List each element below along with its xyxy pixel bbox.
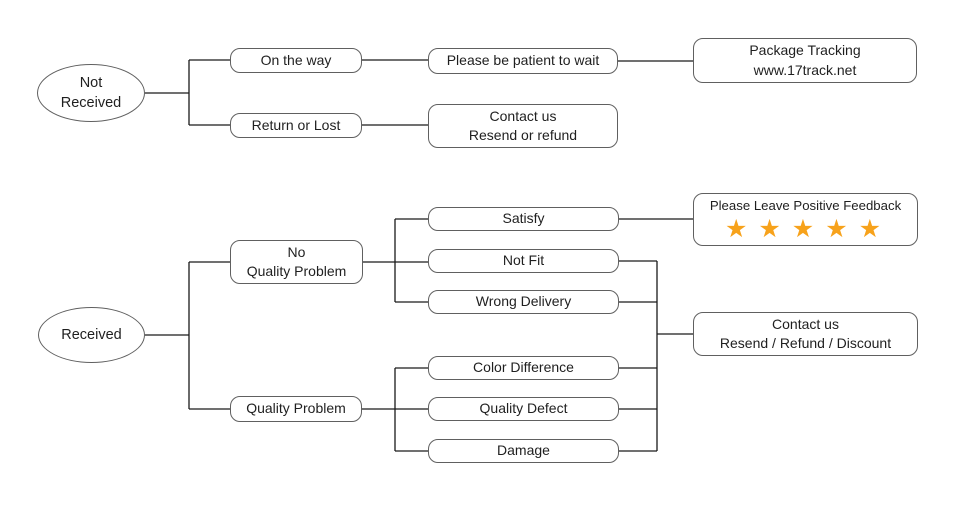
node-label: www.17track.net <box>753 61 857 78</box>
node-not-received: Not Received <box>37 64 145 122</box>
star-rating-icon: ★★★★★ <box>724 214 893 243</box>
node-package-tracking: Package Tracking www.17track.net <box>693 38 917 83</box>
node-label: Color Difference <box>473 359 574 376</box>
node-label: Contact us <box>489 107 557 124</box>
node-contact-resend-refund-discount: Contact us Resend / Refund / Discount <box>693 312 918 356</box>
node-wrong-delivery: Wrong Delivery <box>428 290 619 314</box>
node-label: Please Leave Positive Feedback <box>709 198 902 214</box>
node-contact-resend-refund: Contact us Resend or refund <box>428 104 618 148</box>
node-on-the-way: On the way <box>230 48 362 73</box>
node-label: Contact us <box>772 315 839 332</box>
node-quality-problem: Quality Problem <box>230 396 362 422</box>
node-label: Quality Defect <box>479 400 568 417</box>
node-please-be-patient: Please be patient to wait <box>428 48 618 74</box>
node-label: Please be patient to wait <box>446 52 600 69</box>
node-label: Received <box>60 95 122 111</box>
node-label: Return or Lost <box>251 116 341 133</box>
node-label: Quality Problem <box>246 263 347 279</box>
node-color-difference: Color Difference <box>428 356 619 380</box>
node-label: On the way <box>260 51 332 68</box>
node-not-fit: Not Fit <box>428 249 619 273</box>
node-satisfy: Satisfy <box>428 207 619 231</box>
node-label: Wrong Delivery <box>475 293 572 310</box>
node-no-quality-problem: No Quality Problem <box>230 240 363 284</box>
node-label: Not <box>79 75 103 91</box>
node-damage: Damage <box>428 439 619 463</box>
node-label: Not Fit <box>502 252 545 269</box>
node-label: Package Tracking <box>749 42 861 59</box>
node-label: Satisfy <box>502 210 545 227</box>
node-label: Damage <box>497 442 550 459</box>
node-positive-feedback: Please Leave Positive Feedback ★★★★★ <box>693 193 918 246</box>
node-label: Quality Problem <box>246 400 346 417</box>
node-quality-defect: Quality Defect <box>428 397 619 421</box>
node-label: Resend or refund <box>468 127 578 143</box>
node-label: No <box>287 243 306 260</box>
node-received: Received <box>38 307 145 363</box>
node-label: Received <box>61 327 122 343</box>
node-return-or-lost: Return or Lost <box>230 113 362 138</box>
node-label: Resend / Refund / Discount <box>719 335 892 351</box>
